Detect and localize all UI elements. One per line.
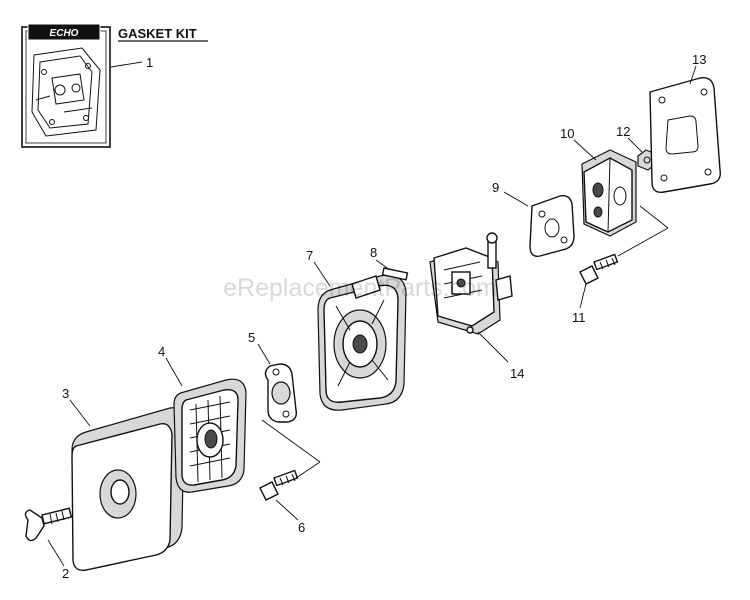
callout-11-leader xyxy=(579,283,587,309)
callout-13-leader xyxy=(689,65,697,85)
gasket-kit-title: GASKET KIT xyxy=(118,26,197,41)
callout-7-leader xyxy=(313,261,331,287)
watermark: eReplacementParts.com xyxy=(223,274,497,302)
pin-part-8 xyxy=(381,267,409,281)
air-cleaner-case-part-7 xyxy=(317,274,407,411)
callout-14: 14 xyxy=(510,366,524,381)
bolt-11-assembly-line-a xyxy=(617,227,669,257)
air-filter-cover-part-3 xyxy=(71,407,185,571)
callout-13: 13 xyxy=(692,52,706,67)
insulator-gasket-part-13 xyxy=(649,77,721,193)
gasket-plate-part-5 xyxy=(264,363,298,423)
callout-9: 9 xyxy=(492,180,499,195)
callout-1-leader xyxy=(110,61,143,68)
callout-10: 10 xyxy=(560,126,574,141)
callout-5-leader xyxy=(257,343,271,365)
callout-5: 5 xyxy=(248,330,255,345)
callout-7: 7 xyxy=(306,248,313,263)
bolt-11-assembly-line-b xyxy=(639,205,669,229)
callout-2: 2 xyxy=(62,566,69,581)
bolt-6-assembly-line-a xyxy=(261,419,321,463)
callout-14-leader xyxy=(477,331,509,363)
bolt-part-11 xyxy=(579,253,619,285)
callout-8: 8 xyxy=(370,245,377,260)
carburetor-gasket-part-9 xyxy=(529,194,575,257)
callout-6: 6 xyxy=(298,520,305,535)
echo-logo-text: ECHO xyxy=(50,28,79,39)
filter-element-part-4 xyxy=(173,378,247,493)
callout-8-leader xyxy=(375,259,391,271)
callout-6-leader xyxy=(275,499,299,521)
callout-12-leader xyxy=(627,137,643,153)
gasket-kit-box: ECHO xyxy=(21,23,111,148)
carburetor-part-14 xyxy=(429,232,513,335)
callout-4: 4 xyxy=(158,344,165,359)
callout-12: 12 xyxy=(616,124,630,139)
callout-1: 1 xyxy=(146,55,153,70)
callout-2-leader xyxy=(47,539,65,567)
callout-11: 11 xyxy=(572,310,586,325)
callout-10-leader xyxy=(573,139,597,161)
callout-9-leader xyxy=(503,191,529,207)
bolt-part-6 xyxy=(259,469,299,501)
callout-3: 3 xyxy=(62,386,69,401)
insulator-part-10 xyxy=(581,149,637,237)
callout-4-leader xyxy=(165,357,183,387)
gasket-kit-illustration xyxy=(31,47,101,137)
callout-3-leader xyxy=(69,399,91,427)
bolt-6-assembly-line-b xyxy=(295,461,321,479)
echo-logo: ECHO xyxy=(27,23,101,41)
wing-screw-part-2 xyxy=(24,507,73,542)
